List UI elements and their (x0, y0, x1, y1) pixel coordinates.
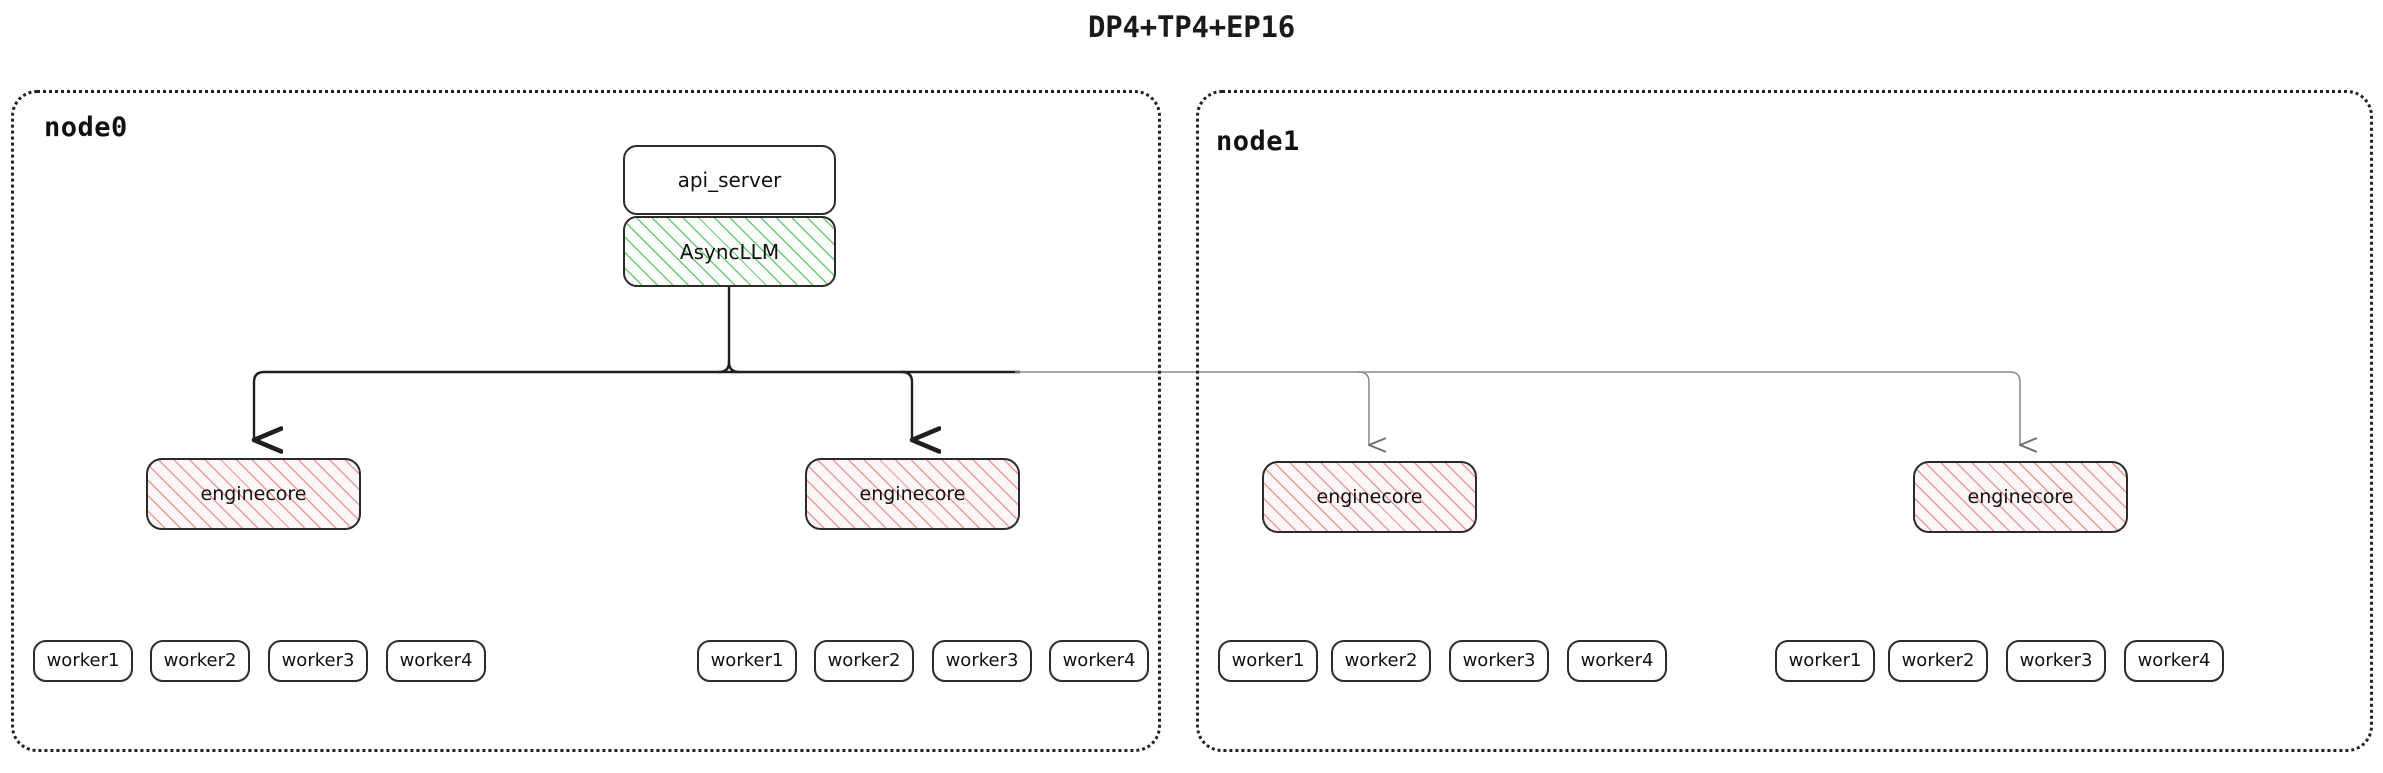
worker-label: worker4 (399, 650, 473, 671)
node-label-node0: node0 (44, 112, 128, 143)
worker-label: worker4 (1580, 650, 1654, 671)
asyncllm-label: AsyncLLM (679, 239, 780, 264)
enginecore-box-3[interactable]: enginecore (1913, 461, 2128, 533)
worker-label: worker1 (1788, 650, 1862, 671)
worker-label: worker1 (46, 650, 120, 671)
node-label-node1: node1 (1216, 126, 1300, 157)
api-server-box[interactable]: api_server (623, 145, 836, 215)
enginecore-label: enginecore (1316, 485, 1423, 508)
worker-label: worker2 (163, 650, 237, 671)
worker-label: worker4 (2137, 650, 2211, 671)
worker-label: worker2 (1344, 650, 1418, 671)
worker-box[interactable]: worker2 (1888, 640, 1988, 682)
worker-box[interactable]: worker1 (1775, 640, 1875, 682)
worker-label: worker3 (945, 650, 1019, 671)
enginecore-box-2[interactable]: enginecore (1262, 461, 1477, 533)
worker-box[interactable]: worker3 (268, 640, 368, 682)
worker-label: worker1 (1231, 650, 1305, 671)
worker-box[interactable]: worker2 (150, 640, 250, 682)
worker-label: worker3 (2019, 650, 2093, 671)
worker-box[interactable]: worker3 (2006, 640, 2106, 682)
worker-box[interactable]: worker4 (1049, 640, 1149, 682)
worker-box[interactable]: worker2 (814, 640, 914, 682)
enginecore-label: enginecore (859, 482, 966, 505)
worker-label: worker4 (1062, 650, 1136, 671)
worker-box[interactable]: worker4 (2124, 640, 2224, 682)
enginecore-box-1[interactable]: enginecore (805, 458, 1020, 530)
worker-label: worker2 (1901, 650, 1975, 671)
worker-label: worker3 (281, 650, 355, 671)
enginecore-label: enginecore (1967, 485, 2074, 508)
worker-box[interactable]: worker1 (1218, 640, 1318, 682)
worker-box[interactable]: worker2 (1331, 640, 1431, 682)
node-container-node1 (1196, 90, 2373, 752)
enginecore-label: enginecore (200, 482, 307, 505)
worker-box[interactable]: worker4 (386, 640, 486, 682)
enginecore-box-0[interactable]: enginecore (146, 458, 361, 530)
worker-box[interactable]: worker1 (697, 640, 797, 682)
worker-label: worker2 (827, 650, 901, 671)
asyncllm-box[interactable]: AsyncLLM (623, 216, 836, 287)
worker-label: worker1 (710, 650, 784, 671)
api-server-label: api_server (677, 168, 782, 192)
worker-box[interactable]: worker4 (1567, 640, 1667, 682)
page-title: DP4+TP4+EP16 (1087, 10, 1296, 44)
worker-box[interactable]: worker3 (932, 640, 1032, 682)
worker-box[interactable]: worker3 (1449, 640, 1549, 682)
node-container-node0 (11, 90, 1161, 752)
worker-box[interactable]: worker1 (33, 640, 133, 682)
worker-label: worker3 (1462, 650, 1536, 671)
